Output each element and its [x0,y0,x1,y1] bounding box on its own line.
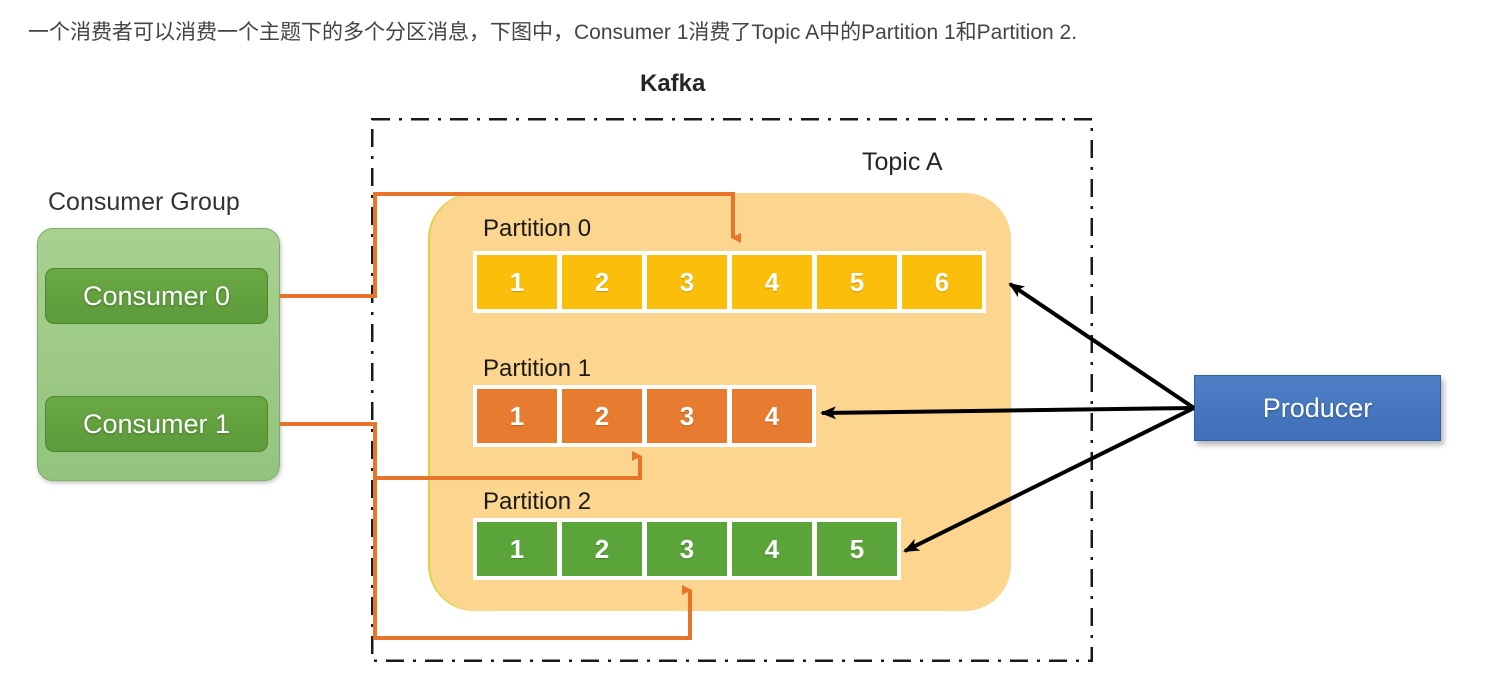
partition-1-cell: 4 [732,389,812,443]
partition-2-cell: 3 [647,522,727,576]
partition-1-cells: 1 2 3 4 [473,385,816,447]
producer-box[interactable]: Producer [1194,375,1441,441]
partition-0-cells: 1 2 3 4 5 6 [473,251,986,313]
consumer-group-label: Consumer Group [48,188,240,216]
partition-1-cell: 2 [562,389,642,443]
caption-text: 一个消费者可以消费一个主题下的多个分区消息，下图中，Consumer 1消费了T… [28,21,1078,44]
partition-2-cell: 5 [817,522,897,576]
consumer-1-box[interactable]: Consumer 1 [45,396,268,452]
partition-2-cell: 4 [732,522,812,576]
partition-2-cell: 2 [562,522,642,576]
partition-0-label: Partition 0 [483,215,592,242]
kafka-title: Kafka [640,70,706,97]
partition-2-cell: 1 [477,522,557,576]
partition-0-cell: 3 [647,255,727,309]
topic-a-label: Topic A [862,148,943,176]
partition-0-cell: 5 [817,255,897,309]
partition-1-cell: 1 [477,389,557,443]
partition-0-cell: 1 [477,255,557,309]
partition-1-label: Partition 1 [483,355,592,382]
partition-0-cell: 4 [732,255,812,309]
partition-0-cell: 2 [562,255,642,309]
partition-2-label: Partition 2 [483,488,592,515]
consumer-0-box[interactable]: Consumer 0 [45,268,268,324]
partition-2-cells: 1 2 3 4 5 [473,518,901,580]
partition-1-cell: 3 [647,389,727,443]
partition-0-cell: 6 [902,255,982,309]
